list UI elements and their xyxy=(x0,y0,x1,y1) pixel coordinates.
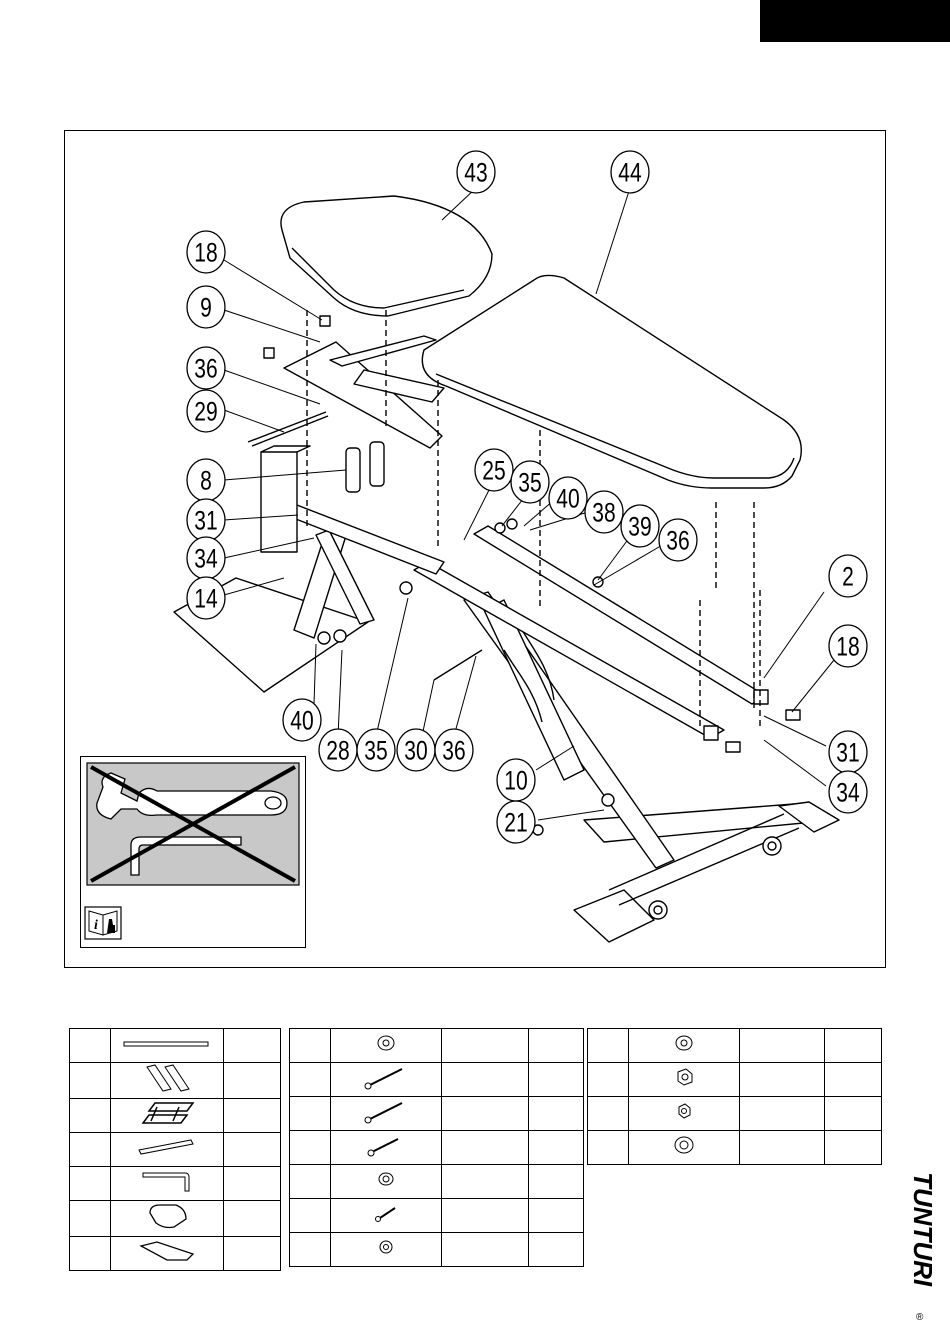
info-letter: i xyxy=(94,918,98,933)
callout-label: 35 xyxy=(518,468,541,498)
table-row xyxy=(70,1201,281,1237)
medium-bolt-part-icon xyxy=(362,1097,410,1125)
table-row xyxy=(290,1199,584,1233)
table-row xyxy=(588,1029,882,1063)
info-manual-icon: i xyxy=(85,907,121,939)
table-row xyxy=(290,1063,584,1097)
table-row xyxy=(588,1131,882,1165)
logo-text: TUNTURI xyxy=(908,1172,938,1287)
callout-label: 36 xyxy=(442,736,465,766)
table-row xyxy=(290,1131,584,1165)
callout-label: 38 xyxy=(592,498,615,528)
callout-label: 31 xyxy=(194,506,217,536)
wheel-right xyxy=(763,837,781,855)
seat-frame-part-icon xyxy=(137,1099,197,1127)
table-row xyxy=(290,1097,584,1131)
washer-part-icon xyxy=(672,1033,696,1053)
cap-nut-part-icon xyxy=(671,1133,697,1157)
callout-label: 34 xyxy=(194,544,217,574)
callout-label: 35 xyxy=(364,736,387,766)
rear-foot-left xyxy=(574,890,654,942)
wheel-left xyxy=(649,901,667,919)
parts-table-1 xyxy=(69,1028,281,1271)
registered-mark: ® xyxy=(916,1312,924,1322)
tunturi-logo: TUNTURI ® xyxy=(904,1172,944,1322)
table-row xyxy=(70,1237,281,1271)
table-row xyxy=(290,1029,584,1063)
tools-warning-box: i xyxy=(80,756,306,948)
callout-label: 31 xyxy=(836,738,859,768)
callout-label: 36 xyxy=(666,526,689,556)
long-bolt-part-icon xyxy=(362,1063,410,1091)
callout-label: 25 xyxy=(482,456,505,486)
short-screw-part-icon xyxy=(371,1202,401,1224)
callout-label: 43 xyxy=(464,158,487,188)
callout-label: 36 xyxy=(194,354,217,384)
callout-label: 30 xyxy=(404,736,427,766)
adjuster-plate-b xyxy=(370,442,384,486)
callout-label: 44 xyxy=(618,158,641,188)
callout-label: 10 xyxy=(504,766,527,796)
parts-table-2 xyxy=(289,1028,584,1267)
front-support xyxy=(278,500,444,574)
callout-label: 34 xyxy=(836,778,859,808)
washer-part-icon xyxy=(374,1033,398,1053)
callout-label: 2 xyxy=(842,562,854,592)
callout-label: 8 xyxy=(200,466,212,496)
callout-label: 39 xyxy=(628,512,651,542)
callout-label: 18 xyxy=(836,632,859,662)
tools-crossed-out-illustration: i xyxy=(81,757,305,947)
table-row xyxy=(290,1233,584,1267)
bolt-part-icon xyxy=(362,1131,410,1159)
callout-label: 14 xyxy=(194,584,217,614)
table-row xyxy=(70,1063,281,1099)
washer-part-icon xyxy=(374,1169,398,1189)
parts-table-3 xyxy=(587,1028,882,1165)
table-row xyxy=(588,1097,882,1131)
seat-pad xyxy=(281,196,492,316)
callout-label: 9 xyxy=(200,293,212,323)
backrest-pad-part-icon xyxy=(137,1238,197,1264)
allen-key-part-icon xyxy=(137,1167,197,1195)
table-row xyxy=(588,1063,882,1097)
adjuster-plate-a xyxy=(346,448,360,492)
callout-label: 18 xyxy=(194,238,217,268)
adjuster-plates-part-icon xyxy=(137,1063,197,1093)
bolt-29 xyxy=(248,412,326,442)
table-row xyxy=(70,1167,281,1201)
callout-label: 29 xyxy=(194,397,217,427)
table-row xyxy=(70,1133,281,1167)
callout-label: 28 xyxy=(326,736,349,766)
table-row xyxy=(290,1165,584,1199)
small-washer-part-icon xyxy=(374,1237,398,1257)
long-tube-part-icon xyxy=(122,1038,212,1050)
page-tab-marker xyxy=(760,0,950,42)
table-row xyxy=(70,1099,281,1133)
table-row xyxy=(70,1029,281,1063)
callout-label: 40 xyxy=(556,484,579,514)
callout-label: 40 xyxy=(290,706,313,736)
nut-part-icon xyxy=(672,1100,696,1122)
seat-pad-part-icon xyxy=(142,1201,192,1231)
callout-label: 21 xyxy=(504,808,527,838)
bolt-30 xyxy=(434,650,482,680)
lock-nut-part-icon xyxy=(672,1066,696,1088)
bar-part-icon xyxy=(135,1136,199,1158)
front-post xyxy=(261,452,297,552)
